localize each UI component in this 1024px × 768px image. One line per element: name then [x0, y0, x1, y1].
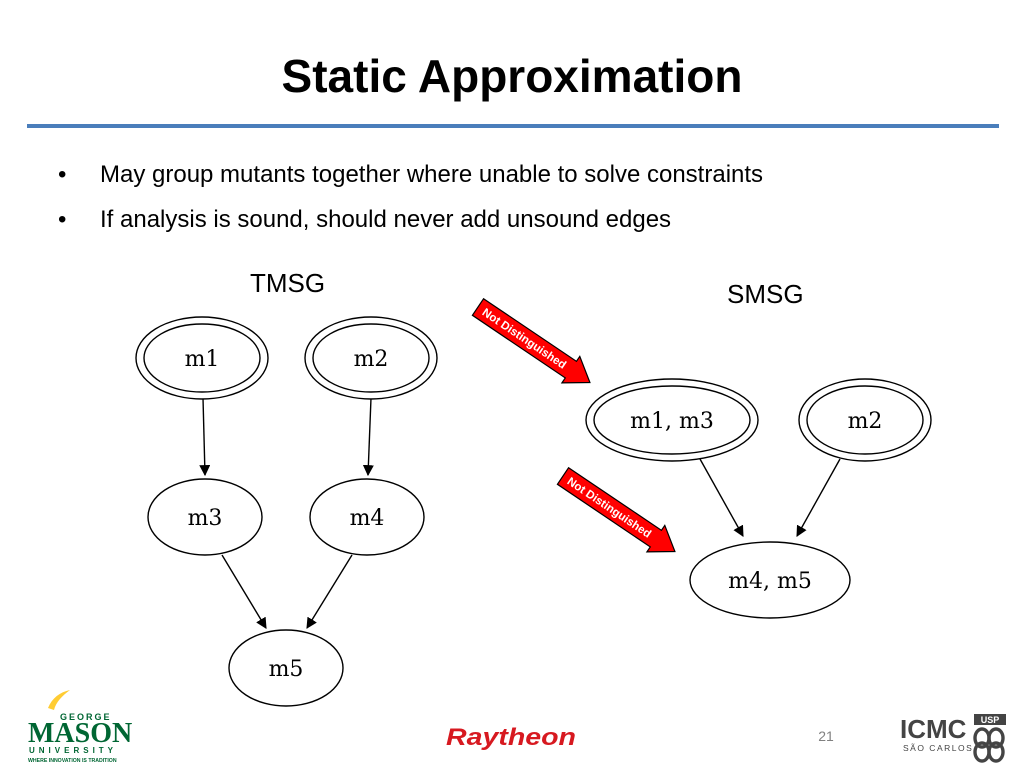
bullet-list: • May group mutants together where unable…: [58, 152, 763, 242]
bullet-dot: •: [58, 161, 67, 188]
node-label: m5: [269, 657, 304, 682]
not-distinguished-arrow: Not Distinguished: [556, 466, 676, 553]
gmu-leaf-icon: [48, 690, 70, 710]
gmu-tag-text: WHERE INNOVATION IS TRADITION: [28, 758, 117, 764]
slide-title: Static Approximation: [281, 50, 743, 102]
node-label: m2: [848, 409, 883, 434]
raytheon-logo: Raytheon: [446, 724, 576, 751]
edge-m1m3-m4m5: [699, 458, 744, 537]
node-m5: m5: [228, 629, 344, 707]
node-m3: m3: [147, 478, 263, 556]
node-label: m4, m5: [728, 569, 812, 594]
arrow-label: Not Distinguished: [565, 476, 653, 541]
smsg-graph: m1, m3 m2 m4, m5: [585, 378, 932, 619]
node-m4-m5: m4, m5: [689, 541, 851, 619]
node-label: m3: [188, 506, 223, 531]
edge-m2-m4: [362, 397, 374, 477]
node-m1-m3: m1, m3: [585, 378, 759, 462]
not-distinguished-arrow: Not Distinguished: [471, 297, 591, 384]
raytheon-text: Raytheon: [446, 724, 576, 751]
usp-badge: [974, 714, 1006, 725]
bullet-text: May group mutants together where unable …: [100, 161, 764, 188]
tmsg-graph: m1 m2 m3 m4 m5: [135, 316, 438, 707]
bullet-dot: •: [58, 206, 67, 233]
gmu-logo: GEORGE MASON UNIVERSITY WHERE INNOVATION…: [28, 690, 132, 764]
gmu-sub-text: UNIVERSITY: [29, 746, 117, 755]
edge-m2-m4m5: [796, 458, 841, 537]
node-label: m2: [354, 347, 389, 372]
node-label: m1, m3: [630, 409, 714, 434]
usp-text: USP: [981, 715, 1000, 725]
bullet-item: • If analysis is sound, should never add …: [58, 197, 763, 242]
node-label: m1: [185, 347, 220, 372]
page-number: 21: [818, 728, 834, 744]
edge-m4-m5: [306, 554, 353, 629]
icmc-text: ICMC: [900, 714, 967, 744]
gmu-top-text: GEORGE: [60, 712, 112, 722]
usp-knot-icon: [973, 727, 1005, 763]
bullet-item: • May group mutants together where unable…: [58, 152, 763, 197]
icmc-usp-logo: ICMC SÃO CARLOS USP: [900, 714, 1006, 763]
title-divider: [27, 124, 999, 128]
icmc-sub-text: SÃO CARLOS: [903, 743, 973, 753]
node-m1: m1: [135, 316, 269, 400]
tmsg-label: TMSG: [250, 268, 326, 298]
node-label: m4: [350, 506, 385, 531]
smsg-label: SMSG: [727, 279, 804, 309]
edge-m1-m3: [199, 397, 211, 477]
node-m2: m2: [304, 316, 438, 400]
node-m2-smsg: m2: [798, 378, 932, 462]
node-m4: m4: [309, 478, 425, 556]
gmu-main-text: MASON: [28, 718, 132, 749]
edge-m3-m5: [221, 554, 267, 629]
arrow-label: Not Distinguished: [480, 307, 568, 372]
bullet-text: If analysis is sound, should never add u…: [100, 206, 672, 233]
